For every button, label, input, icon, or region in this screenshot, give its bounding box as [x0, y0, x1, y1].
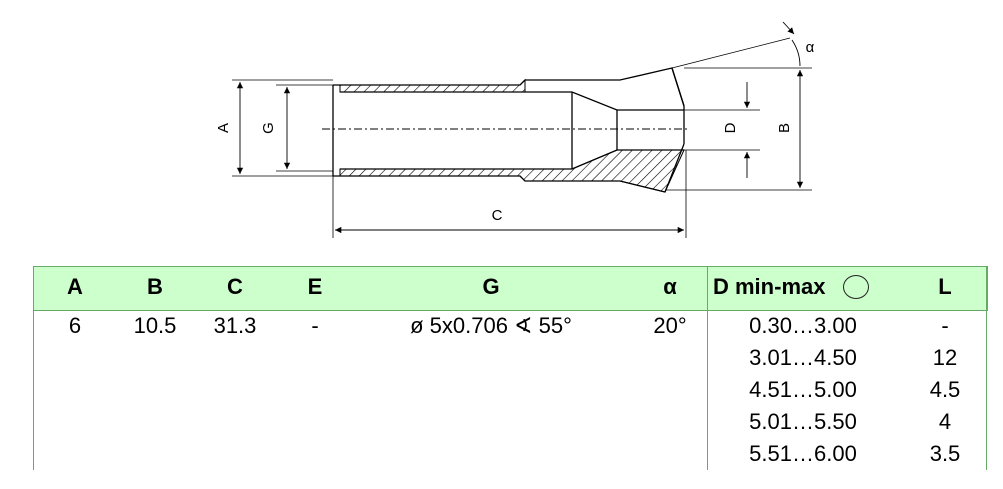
l-value-5: 3.5	[929, 441, 961, 466]
value-e: -	[311, 313, 319, 338]
l-value-1: -	[941, 313, 949, 338]
circle-icon	[843, 275, 870, 299]
value-alpha: 20°	[653, 313, 687, 338]
header-d-min-max: D min-max	[713, 274, 903, 300]
l-value-4: 4	[938, 409, 952, 434]
d-range-4: 5.01…5.50	[749, 409, 857, 434]
header-row-left	[33, 266, 707, 311]
dim-label-g: G	[260, 122, 277, 134]
value-b: 10.5	[133, 313, 177, 338]
dim-label-d: D	[722, 122, 739, 133]
d-range-1: 0.30…3.00	[749, 313, 857, 338]
l-value-3: 4.5	[929, 377, 961, 402]
header-b: B	[147, 274, 163, 299]
collet-technical-drawing: A G C D B α	[215, 21, 815, 238]
d-range-5: 5.51…6.00	[749, 441, 857, 466]
thread-section-top	[339, 78, 526, 93]
header-e: E	[307, 274, 323, 299]
header-d-label: D min-max	[713, 274, 826, 299]
d-range-2: 3.01…4.50	[749, 345, 857, 370]
header-c: C	[227, 274, 243, 299]
header-l: L	[938, 274, 952, 299]
dim-label-c: C	[492, 207, 503, 224]
thread-section-bottom	[339, 149, 685, 193]
dim-label-a: A	[215, 123, 232, 133]
table-divider	[707, 266, 708, 470]
dimension-lines	[236, 21, 804, 234]
extension-lines	[232, 37, 812, 238]
header-a: A	[67, 274, 83, 299]
header-g: G	[482, 274, 500, 299]
l-value-2: 12	[932, 345, 958, 370]
table-border-right	[986, 266, 987, 470]
dim-label-alpha: α	[806, 39, 815, 56]
dim-label-b: B	[776, 123, 793, 133]
d-range-3: 4.51…5.00	[749, 377, 857, 402]
header-alpha: α	[663, 274, 677, 299]
spec-table: A B C E G α D min-max L 6 10.5 31.3 - ø …	[33, 266, 988, 476]
table-border-left	[33, 266, 34, 470]
value-g: ø 5x0.706 ∢ 55°	[410, 313, 572, 338]
value-a: 6	[68, 313, 82, 338]
value-c: 31.3	[213, 313, 257, 338]
